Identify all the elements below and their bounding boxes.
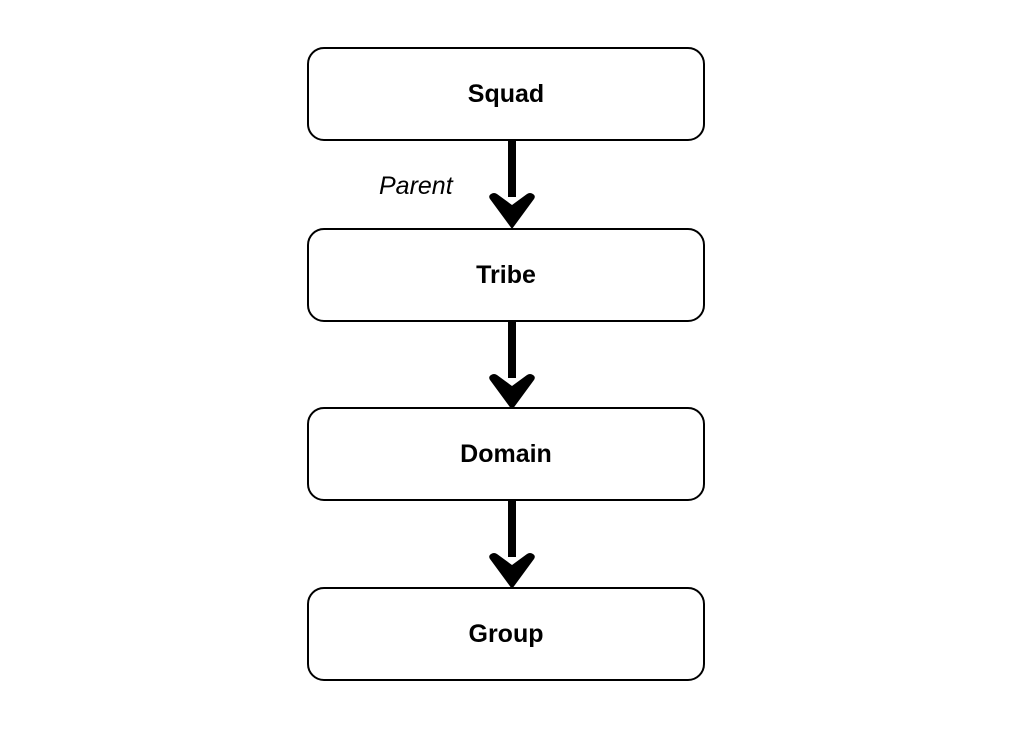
edge-tribe-to-domain[interactable] bbox=[482, 320, 542, 412]
edge-squad-to-tribe[interactable] bbox=[482, 139, 542, 231]
node-group[interactable]: Group bbox=[307, 587, 710, 686]
node-tribe[interactable]: Tribe bbox=[307, 228, 710, 327]
node-squad-label: Squad bbox=[467, 79, 545, 108]
node-tribe-label: Tribe bbox=[476, 260, 536, 289]
node-group-label: Group bbox=[468, 619, 544, 648]
edge-label-parent: Parent bbox=[379, 172, 453, 200]
node-squad[interactable]: Squad bbox=[307, 47, 710, 146]
node-domain[interactable]: Domain bbox=[307, 407, 710, 506]
node-domain-label: Domain bbox=[460, 439, 552, 468]
arrow-down-icon bbox=[489, 320, 535, 410]
arrow-down-icon bbox=[489, 139, 535, 229]
edge-domain-to-group[interactable] bbox=[482, 499, 542, 591]
arrow-down-icon bbox=[489, 499, 535, 589]
